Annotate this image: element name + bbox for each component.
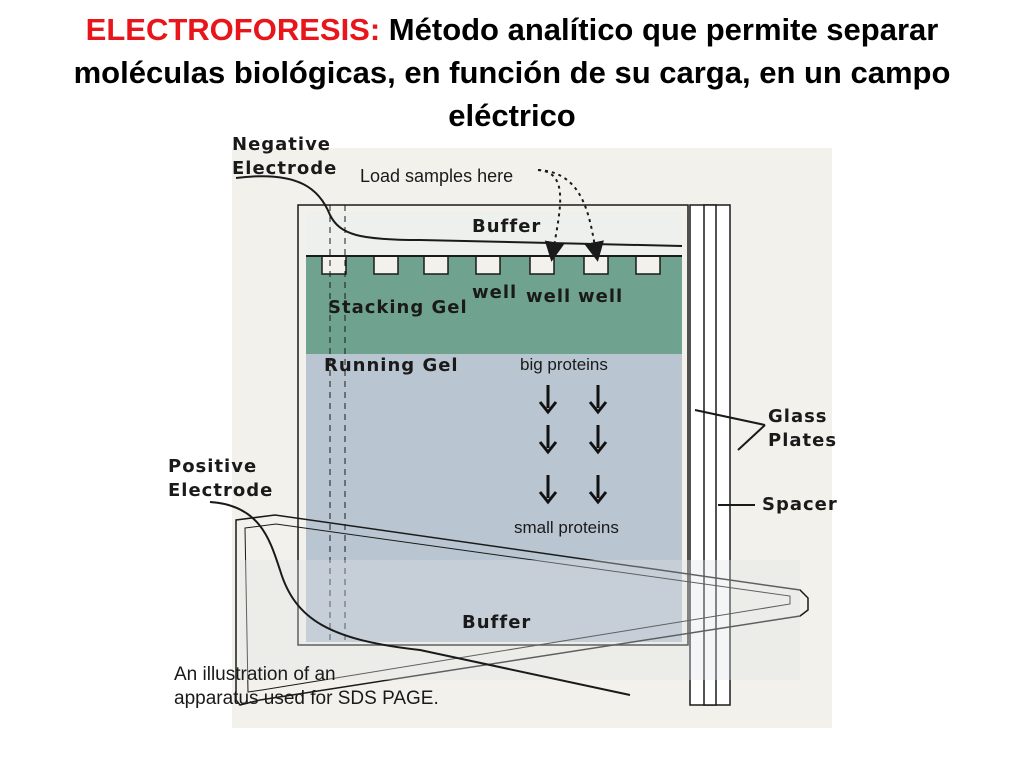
migration-arrows	[538, 385, 608, 505]
well-label-1: well	[472, 282, 517, 303]
small-proteins-label: small proteins	[514, 518, 619, 537]
running-gel	[306, 352, 682, 642]
glass-plate-back	[689, 204, 731, 706]
arrow-down-icon	[538, 425, 558, 455]
slide-title: ELECTROFORESIS: Método analítico que per…	[30, 8, 994, 137]
arrow-down-icon	[588, 385, 608, 415]
positive-electrode-label-line2: Electrode	[168, 480, 273, 501]
buffer-tank	[235, 514, 809, 706]
positive-electrode-wire	[209, 501, 631, 696]
arrow-down-icon	[588, 475, 608, 505]
negative-electrode-label-line2: Electrode	[232, 158, 337, 179]
well-label-3: well	[578, 286, 623, 307]
well-label-2: well	[526, 286, 571, 307]
negative-electrode-wire	[235, 175, 683, 247]
stacking-gel-label: Stacking Gel	[328, 297, 468, 318]
load-sample-arrows	[537, 169, 604, 262]
title-description: Método analítico que permite separar mol…	[73, 12, 951, 133]
arrow-down-icon	[538, 385, 558, 415]
positive-electrode-label-line1: Positive	[168, 456, 257, 477]
caption-line2: apparatus used for SDS PAGE.	[174, 688, 439, 709]
glass-plates-label-line1: Glass	[768, 406, 828, 427]
glass-plate-front	[297, 204, 689, 646]
caption-line1: An illustration of an	[174, 664, 336, 685]
leader-lines	[694, 409, 766, 506]
arrow-down-icon	[538, 475, 558, 505]
load-samples-label: Load samples here	[360, 166, 513, 186]
buffer-top-region	[306, 212, 682, 256]
arrow-down-icon	[588, 425, 608, 455]
title-keyword: ELECTROFORESIS:	[85, 12, 381, 47]
running-gel-label: Running Gel	[324, 355, 459, 376]
negative-electrode-label-line1: Negative	[232, 134, 331, 155]
glass-plates-label-line2: Plates	[768, 430, 837, 451]
well-combs	[321, 255, 661, 275]
buffer-bottom-label: Buffer	[462, 612, 531, 633]
spacer-label: Spacer	[762, 494, 838, 515]
big-proteins-label: big proteins	[520, 355, 608, 374]
buffer-top-label: Buffer	[472, 216, 541, 237]
